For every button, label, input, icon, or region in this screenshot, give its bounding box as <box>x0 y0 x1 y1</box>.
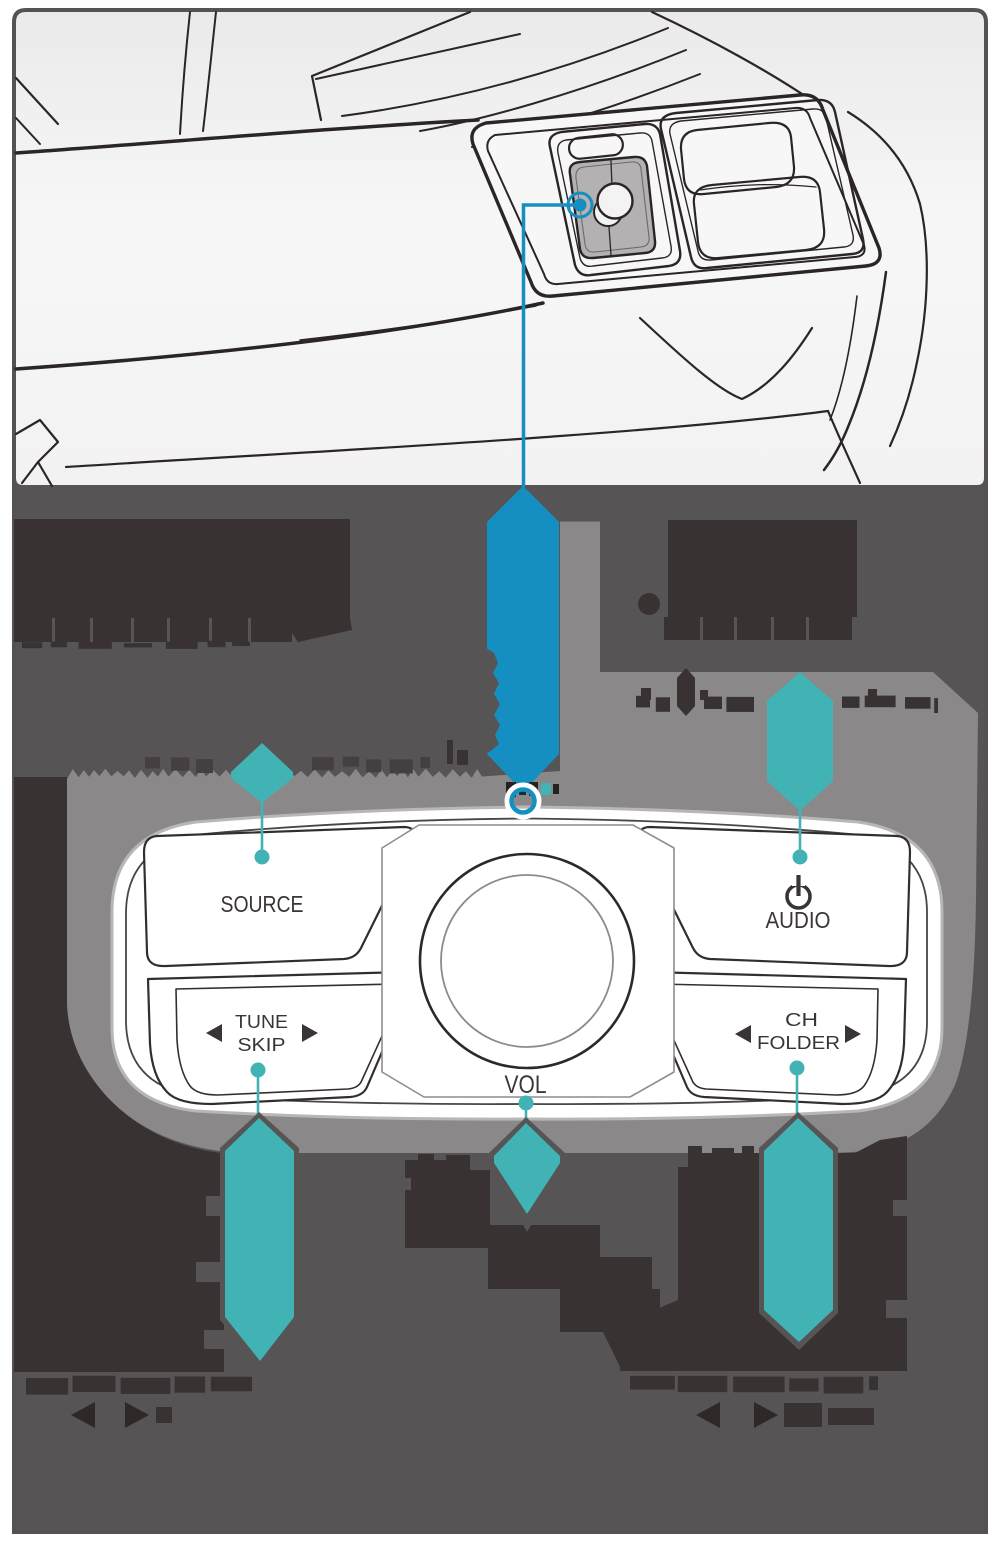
svg-text:FOLDER: FOLDER <box>757 1032 840 1053</box>
svg-text:SKIP: SKIP <box>238 1034 286 1055</box>
svg-text:AUDIO: AUDIO <box>766 907 831 933</box>
svg-text:VOL: VOL <box>505 1071 547 1099</box>
svg-text:CH: CH <box>785 1009 818 1030</box>
svg-text:SOURCE: SOURCE <box>221 891 304 917</box>
svg-text:TUNE: TUNE <box>235 1011 288 1032</box>
